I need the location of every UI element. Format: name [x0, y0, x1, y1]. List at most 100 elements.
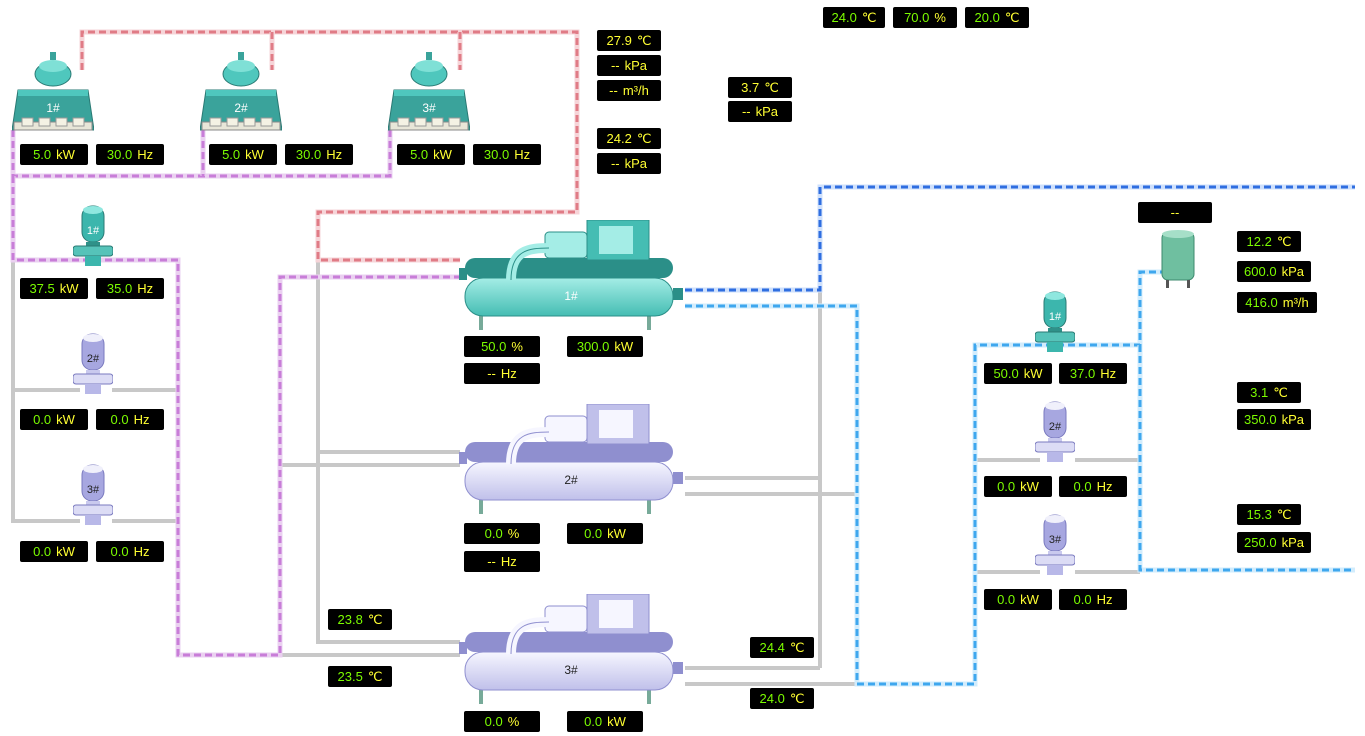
chilled-pump-1[interactable]: 1#: [1035, 290, 1075, 354]
chilled-pump-3-power-tag: 0.0 kW: [984, 589, 1052, 610]
unit: Hz: [1096, 592, 1113, 607]
unit: kW: [1020, 592, 1039, 607]
value: 24.0: [759, 691, 785, 706]
chiller-label: 3#: [564, 663, 578, 677]
value: 0.0: [997, 479, 1016, 494]
value: 0.0: [110, 544, 129, 559]
unit: kW: [433, 147, 452, 162]
value: 0.0: [33, 412, 52, 427]
cooling-tower-2[interactable]: 2#: [200, 48, 282, 132]
unit: ℃: [636, 32, 652, 48]
value: 5.0: [33, 147, 52, 162]
tower-label: 1#: [46, 101, 60, 115]
cooling-pump-2-freq-tag: 0.0 Hz: [96, 409, 164, 430]
unit: ℃: [861, 9, 877, 25]
unit: kW: [56, 147, 75, 162]
pump-label: 2#: [87, 353, 100, 365]
value: 0.0: [997, 592, 1016, 607]
tower-label: 3#: [422, 101, 436, 115]
unit: ℃: [367, 668, 383, 684]
condenser-in-temp-tag: 23.8℃: [328, 609, 392, 630]
chilled-pump-2-freq-tag: 0.0 Hz: [1059, 476, 1127, 497]
chiller-3[interactable]: 3#: [459, 594, 685, 706]
chilled-supply-temp-tag: 12.2 ℃: [1237, 231, 1301, 252]
cooling-return-pipes: [10, 130, 460, 658]
unit: ℃: [1276, 233, 1292, 249]
chilled-pump-3[interactable]: 3#: [1035, 513, 1075, 577]
value: 50.0: [993, 366, 1019, 381]
chilled-pump-2[interactable]: 2#: [1035, 400, 1075, 464]
unit: kW: [1020, 479, 1039, 494]
cooling-pump-2[interactable]: 2#: [73, 332, 113, 396]
unit: kW: [56, 412, 75, 427]
value: 416.0: [1245, 295, 1278, 310]
unit: Hz: [133, 412, 150, 427]
unit: Hz: [1096, 479, 1113, 494]
unit: Hz: [500, 554, 517, 569]
tower-2-power-tag: 5.0 kW: [209, 144, 277, 165]
unit: Hz: [514, 147, 531, 162]
chiller-2[interactable]: 2#: [459, 404, 685, 516]
condenser-out-temp-tag: 23.5℃: [328, 666, 392, 687]
value: 250.0: [1244, 535, 1277, 550]
value: 23.8: [337, 612, 363, 627]
ambient-wetbulb-tag: 20.0℃: [965, 7, 1029, 28]
value: 20.0: [974, 10, 1000, 25]
cooling-tower-3[interactable]: 3#: [388, 48, 470, 132]
chiller-2-freq-tag: -- Hz: [464, 551, 540, 572]
value: 27.9: [606, 33, 632, 48]
cooling-tower-1[interactable]: 1#: [12, 48, 94, 132]
unit: kW: [607, 526, 626, 541]
pump-label: 1#: [87, 225, 100, 237]
unit: ℃: [764, 79, 779, 95]
value: 5.0: [222, 147, 241, 162]
chiller-label: 1#: [564, 289, 578, 303]
value: --: [487, 554, 496, 569]
value: 24.2: [606, 131, 632, 146]
chiller-1[interactable]: 1#: [459, 220, 685, 332]
cooling-pump-1[interactable]: 1#: [73, 204, 113, 268]
value: 0.0: [110, 412, 129, 427]
value: 3.1: [1250, 385, 1269, 400]
value: 70.0: [904, 10, 930, 25]
cooling-return-pressure-tag: --kPa: [597, 153, 661, 174]
unit: kW: [245, 147, 264, 162]
unit: Hz: [326, 147, 343, 162]
cooling-return-temp-tag: 24.2℃: [597, 128, 661, 149]
unit: Hz: [500, 366, 517, 381]
value: --: [741, 104, 751, 119]
chilled-supply-pipes: [685, 184, 1355, 293]
unit: Hz: [137, 147, 154, 162]
ambient-temp-tag: 24.0℃: [823, 7, 885, 28]
value: 0.0: [584, 714, 603, 729]
value: 37.0: [1069, 366, 1096, 381]
unit: %: [934, 10, 946, 25]
value: 12.2: [1246, 234, 1272, 249]
value: 24.4: [759, 640, 785, 655]
value: 0.0: [1073, 479, 1092, 494]
unit: kPa: [1281, 535, 1304, 550]
expansion-tank[interactable]: [1160, 228, 1196, 290]
cooling-pump-3[interactable]: 3#: [73, 463, 113, 527]
value: --: [610, 156, 620, 171]
cooling-supply-pipes: [79, 29, 580, 263]
value: 300.0: [576, 339, 610, 354]
pump-label: 3#: [1049, 534, 1062, 546]
pump-label: 1#: [1049, 311, 1062, 323]
value: --: [610, 58, 620, 73]
value: 0.0: [484, 526, 503, 541]
chilled-pump-2-power-tag: 0.0 kW: [984, 476, 1052, 497]
unit: %: [507, 714, 520, 729]
